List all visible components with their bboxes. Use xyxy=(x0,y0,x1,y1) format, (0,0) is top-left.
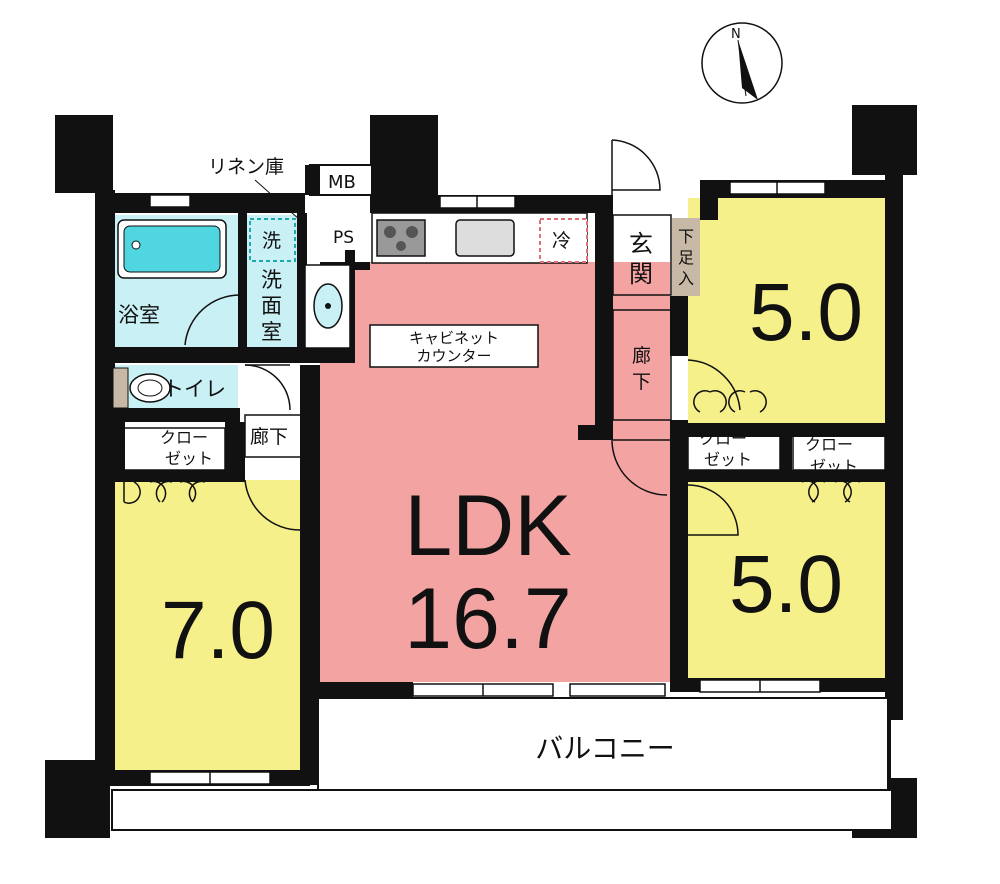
washroom-label-3: 室 xyxy=(261,320,282,344)
shoe-storage-label-1: 下 xyxy=(678,227,694,246)
walls xyxy=(45,105,917,838)
washbasin-icon xyxy=(304,264,351,349)
balcony-label: バルコニー xyxy=(535,732,674,765)
closet-center-label-1: クロー xyxy=(699,429,747,448)
cabinet-label-2: カウンター xyxy=(416,347,491,365)
toilet-label: トイレ xyxy=(163,377,226,401)
closet-west-label-2: ゼット xyxy=(165,449,213,468)
fridge-box xyxy=(539,218,588,263)
shoe-storage-label-2: 足 xyxy=(678,248,694,267)
closet-east-label-1: クロー xyxy=(805,435,853,454)
entrance-label-1: 玄 xyxy=(629,230,653,258)
ldk-name: LDK xyxy=(404,478,571,574)
bedroom-se-size: 5.0 xyxy=(729,539,843,630)
bathroom-label: 浴室 xyxy=(118,303,160,327)
ldk-size: 16.7 xyxy=(404,571,571,667)
closet-west-label-1: クロー xyxy=(160,428,208,447)
shoe-storage xyxy=(672,218,700,296)
ps-left-label: PS xyxy=(103,429,124,449)
linen-label: リネン庫 xyxy=(208,156,284,178)
bathtub-icon xyxy=(117,219,227,279)
washroom-label-2: 面 xyxy=(261,294,282,318)
door-swings xyxy=(123,139,861,536)
corridor-east-label-1: 廊 xyxy=(632,345,651,367)
mb-label: MB xyxy=(328,172,356,193)
shoe-storage-label-3: 入 xyxy=(678,269,694,288)
washer-box xyxy=(249,218,296,262)
bedroom-ne-size: 5.0 xyxy=(749,267,863,358)
windows xyxy=(149,181,826,785)
bedroom-west-size: 7.0 xyxy=(161,585,275,676)
cabinet-label-1: キャビネット xyxy=(409,329,499,347)
entrance-label-2: 関 xyxy=(629,260,653,288)
linen-leader xyxy=(254,179,301,221)
balcony xyxy=(111,692,893,831)
corridor-west-label: 廊下 xyxy=(250,426,288,448)
toilet-icon xyxy=(112,367,171,409)
bedroom-se xyxy=(688,480,885,680)
fridge-label: 冷 xyxy=(552,230,571,252)
bedroom-ne xyxy=(688,198,885,423)
closet-center-label-2: ゼット xyxy=(704,450,752,469)
washroom-label-1: 洗 xyxy=(261,268,282,292)
corridor-east-label-2: 下 xyxy=(632,371,651,393)
ldk-room-east xyxy=(595,440,670,682)
ps-top-label: PS xyxy=(333,228,354,248)
compass xyxy=(701,22,783,104)
room-outlines xyxy=(119,214,886,471)
washroom xyxy=(247,215,297,347)
washer-label: 洗 xyxy=(262,230,281,252)
compass-north-label: N xyxy=(731,27,741,42)
closet-east-label-2: ゼット xyxy=(810,457,858,476)
bedroom-west xyxy=(115,480,305,770)
cabinet-counter xyxy=(369,324,539,368)
